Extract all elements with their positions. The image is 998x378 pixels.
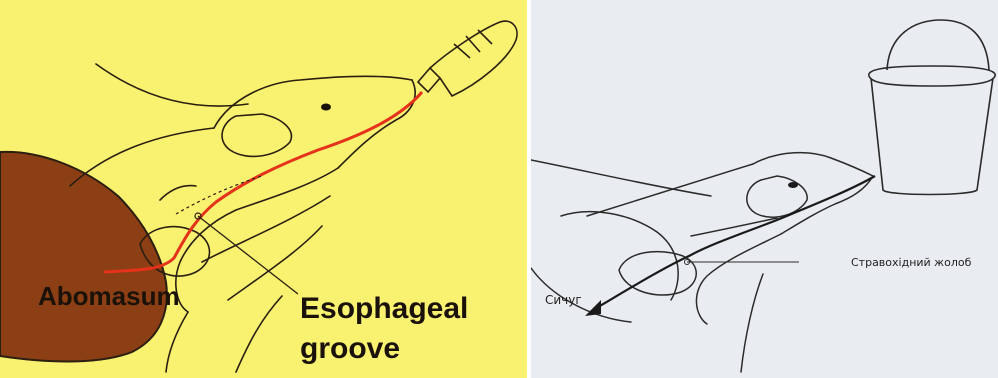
abomasum-label: Abomasum bbox=[38, 281, 180, 311]
calf-eye bbox=[321, 104, 331, 111]
english-diagram: Abomasum Esophageal groove bbox=[0, 0, 527, 378]
esophageal-label-line1: Esophageal bbox=[300, 292, 468, 325]
calf-eye bbox=[788, 182, 798, 188]
esophageal-groove-label: Стравохідний жолоб bbox=[851, 256, 972, 269]
english-diagram-panel: Abomasum Esophageal groove bbox=[0, 0, 527, 378]
diagram-background bbox=[531, 0, 998, 378]
esophageal-label-line2: groove bbox=[300, 332, 400, 365]
ukrainian-diagram-panel: Сичуг Стравохідний жолоб bbox=[531, 0, 998, 378]
abomasum-label: Сичуг bbox=[545, 293, 582, 307]
ukrainian-diagram: Сичуг Стравохідний жолоб bbox=[531, 0, 998, 378]
